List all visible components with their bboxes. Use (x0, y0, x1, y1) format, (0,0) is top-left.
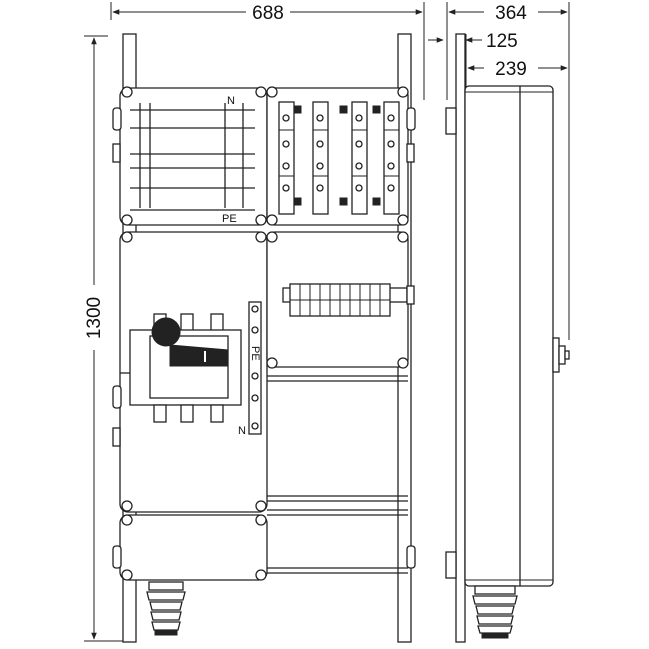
terminal-strip (282, 283, 408, 317)
height-label: 1300 (84, 297, 105, 339)
cable-gland-front (146, 581, 186, 636)
mounting-screws (121, 86, 409, 581)
dimension-depth-total: 364 (446, 2, 570, 340)
cable-gland-side (472, 585, 518, 639)
dimension-height: 1300 (84, 35, 128, 642)
side-view (445, 33, 570, 643)
busbars (130, 103, 255, 211)
depth-mount-label: 125 (486, 31, 518, 52)
neutral-top-label: N (227, 95, 235, 107)
earth-top-label: PE (222, 213, 237, 225)
depth-box-label: 239 (495, 59, 527, 80)
neutral-bar-label: N (238, 425, 246, 437)
side-hinges (112, 107, 416, 569)
load-break-switch (129, 313, 242, 423)
side-bracket-top (445, 107, 457, 135)
front-view: N PE (112, 33, 416, 643)
busbar-enclosure (119, 87, 268, 226)
side-enclosure (464, 85, 554, 587)
earth-bar-label: PE (249, 346, 261, 361)
switch-on-label: I (203, 353, 206, 365)
width-label: 688 (252, 3, 284, 24)
side-upright (455, 33, 466, 643)
side-handle (552, 337, 570, 373)
side-bracket-bottom (445, 551, 457, 579)
dimension-width: 688 (110, 2, 425, 100)
dimension-depth-box: 239 (465, 34, 568, 88)
depth-total-label: 364 (495, 3, 527, 24)
base-enclosure (119, 514, 268, 581)
fuse-holders (278, 101, 400, 215)
pe-n-terminal-bar (248, 301, 262, 435)
dimension-depth-mount: 125 (428, 31, 518, 52)
